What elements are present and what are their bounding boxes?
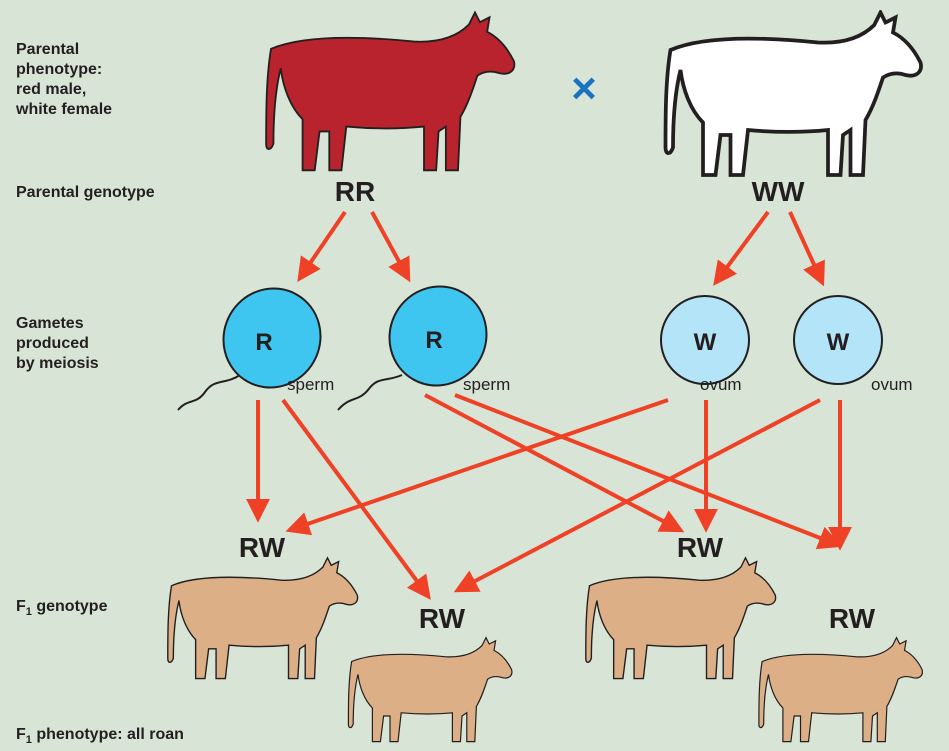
- roan-calf-4-image: [758, 636, 924, 743]
- sperm-1-allele: R: [255, 329, 272, 356]
- f1-phenotype-letter: F: [16, 726, 26, 743]
- arrow-ww-to-ovum-1: [713, 210, 770, 286]
- f1-phenotype-subscript: 1: [25, 734, 32, 747]
- arrow-sperm2-to-offspring-4: [454, 393, 843, 550]
- ovum-1-allele: W: [694, 329, 717, 356]
- arrow-ovum1-to-offspring-1: [285, 398, 669, 536]
- female-genotype: WW: [752, 176, 805, 207]
- f1-genotype-label: F1 genotype: [16, 597, 107, 622]
- parental-genotype-label: Parental genotype: [16, 184, 155, 201]
- sperm-2: R sperm: [337, 285, 510, 411]
- meiosis-arrows: [297, 210, 825, 287]
- gametes-label: Gametes produced by meiosis: [16, 314, 99, 374]
- offspring-3-genotype: RW: [677, 532, 724, 563]
- f1-genotype-letter: F: [16, 598, 26, 615]
- white-cow-image: [663, 10, 923, 177]
- offspring-2-genotype: RW: [419, 603, 466, 634]
- f1-phenotype-label: F1 phenotype: all roan: [16, 725, 184, 750]
- parental-phenotype-line-2: phenotype:: [16, 61, 103, 78]
- sperm-1-tail: [177, 374, 241, 411]
- sperm-1-head: [222, 287, 322, 389]
- parental-phenotype-label: Parental phenotype: red male, white fema…: [16, 40, 112, 120]
- parental-phenotype-line-4: white female: [16, 101, 113, 118]
- roan-calf-2-image: [347, 636, 513, 743]
- ovum-1: W ovum: [660, 295, 750, 394]
- offspring-4-genotype: RW: [829, 603, 876, 634]
- f1-genotype-text: genotype: [31, 598, 108, 615]
- arrow-rr-to-sperm-2: [370, 211, 411, 283]
- gametes-line-1: Gametes: [16, 315, 84, 332]
- sperm-2-allele: R: [425, 327, 442, 354]
- parental-phenotype-line-3: red male,: [16, 81, 87, 98]
- sperm-1: R sperm: [177, 287, 334, 411]
- roan-calf-3-image: [585, 557, 777, 680]
- sperm-1-type: sperm: [287, 375, 334, 394]
- fertilization-arrows: [246, 393, 852, 600]
- arrow-rr-to-sperm-1: [297, 210, 347, 282]
- f1-phenotype-text: phenotype: all roan: [31, 726, 184, 743]
- roan-calf-1-image: [167, 557, 359, 680]
- arrow-sperm1-to-offspring-2: [281, 398, 431, 600]
- arrow-ovum2-to-offspring-2: [453, 398, 821, 593]
- sperm-2-type: sperm: [463, 375, 510, 394]
- ovum-2: W ovum: [793, 295, 913, 394]
- ovum-2-type: ovum: [871, 375, 913, 394]
- arrow-ww-to-ovum-2: [788, 211, 825, 287]
- sperm-2-head: [388, 285, 488, 387]
- parental-phenotype-line-1: Parental: [16, 41, 80, 58]
- offspring-1-genotype: RW: [239, 532, 286, 563]
- male-genotype: RR: [335, 176, 375, 207]
- sperm-2-tail: [337, 374, 403, 411]
- ovum-2-cell: [793, 295, 883, 385]
- gametes-line-3: by meiosis: [16, 355, 99, 372]
- ovum-2-allele: W: [827, 329, 850, 356]
- gametes-line-2: produced: [16, 335, 89, 352]
- cross-symbol: ×: [571, 64, 597, 113]
- red-bull-image: [265, 11, 516, 172]
- ovum-1-cell: [660, 295, 750, 385]
- arrow-sperm2-to-offspring-3: [424, 393, 685, 533]
- ovum-1-type: ovum: [700, 375, 742, 394]
- f1-genotype-subscript: 1: [25, 606, 32, 619]
